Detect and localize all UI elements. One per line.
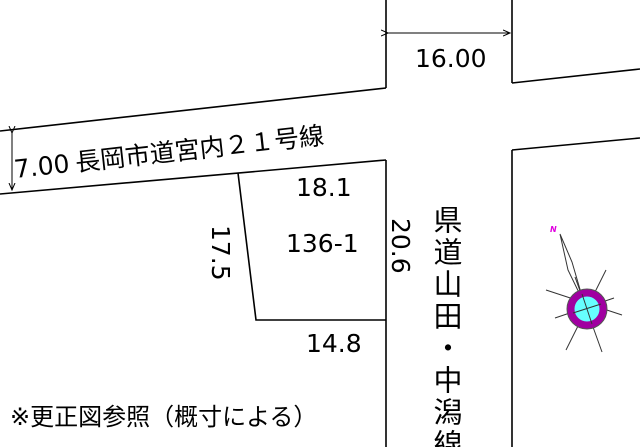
road-edge-bottom-left — [0, 159, 387, 195]
note-text: ※更正図参照（概寸による） — [10, 403, 317, 431]
lot-side-bottom: 14.8 — [306, 329, 362, 358]
north-arrow-icon: N — [545, 225, 623, 353]
lot-side-left: 17.5 — [206, 225, 235, 281]
pref-road-width: 16.00 — [415, 44, 487, 73]
north-label: N — [550, 225, 557, 234]
road-edge-bottom-right — [511, 137, 640, 151]
lot-boundary — [237, 172, 386, 321]
city-road-width: 7.00 — [12, 149, 71, 184]
road-edge-top-right — [511, 68, 640, 84]
lot-side-top: 18.1 — [296, 173, 352, 202]
road-edge-top-left — [0, 87, 387, 132]
lot-side-right: 20.6 — [386, 218, 415, 274]
pref-road-name: 県道山田・中潟線 — [429, 205, 463, 447]
lot-number: 136-1 — [286, 229, 359, 258]
